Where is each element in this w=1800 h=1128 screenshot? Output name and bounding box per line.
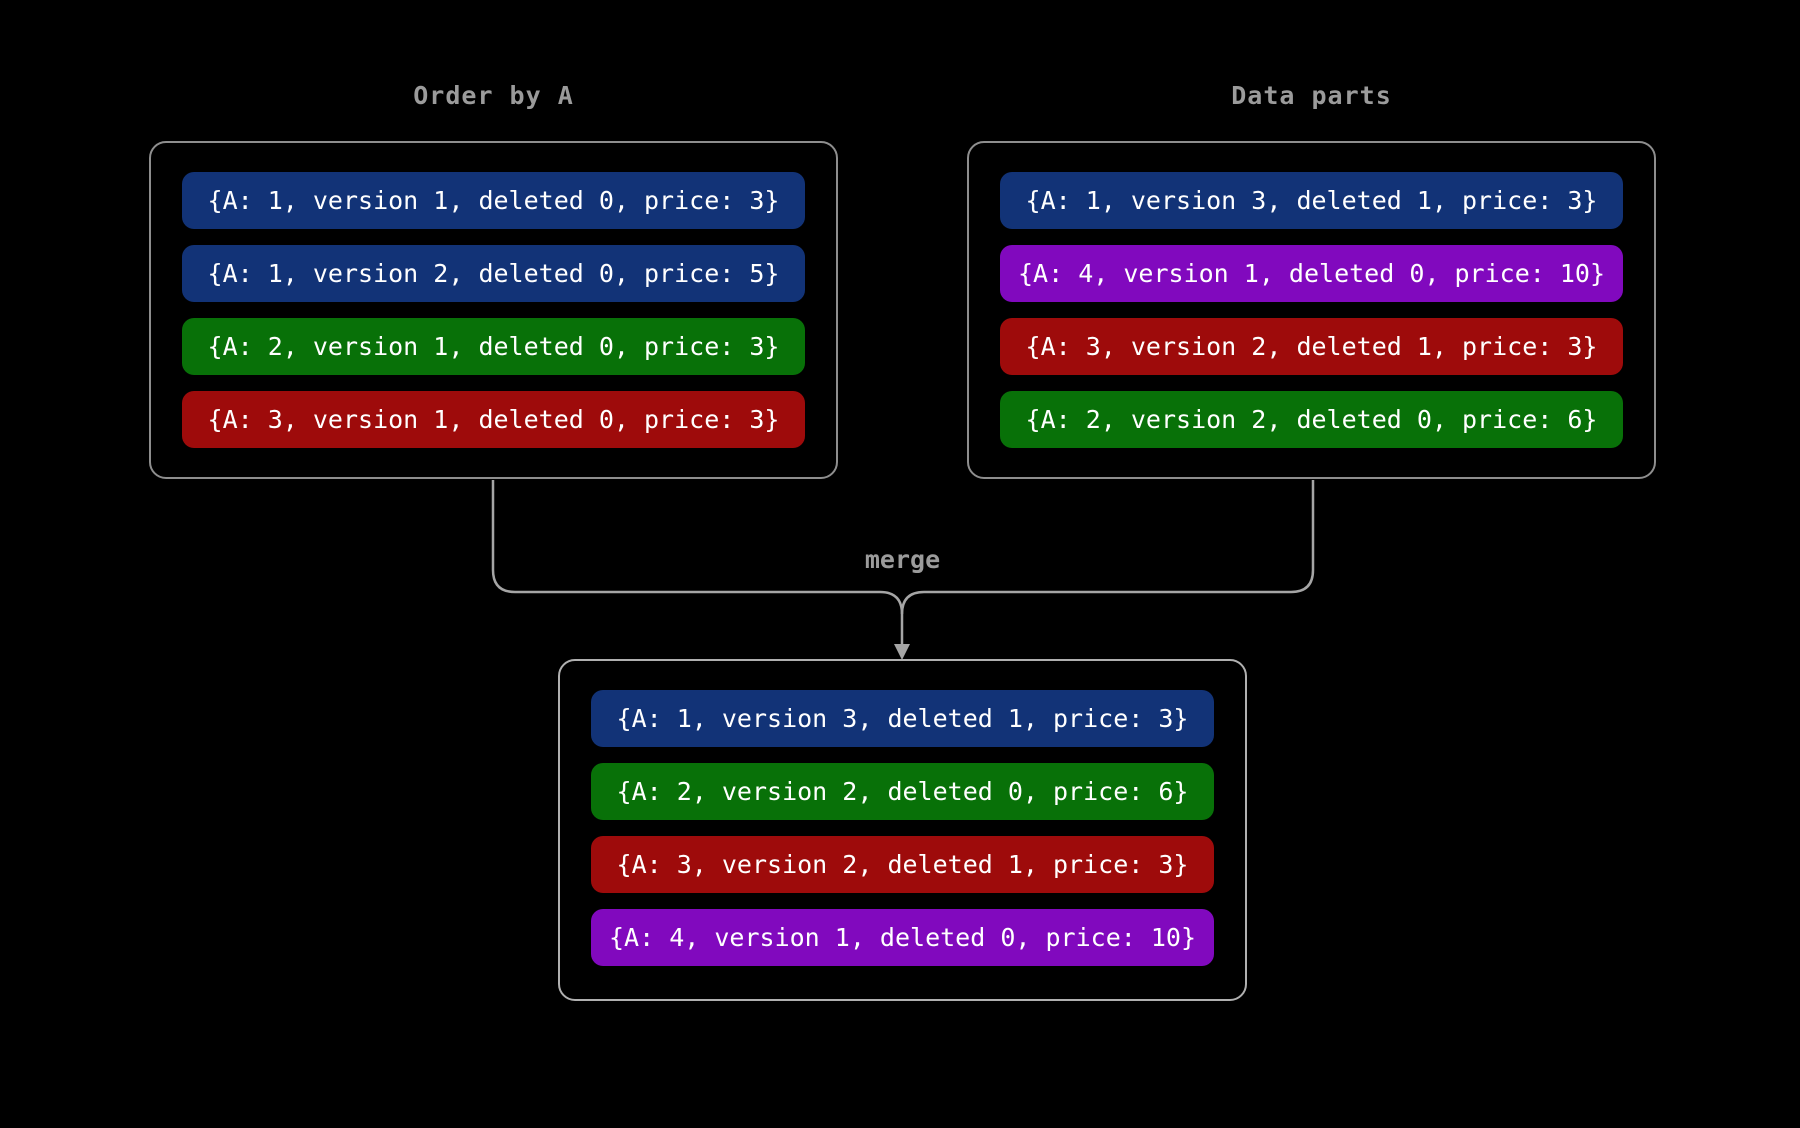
data-parts-box: {A: 1, version 3, deleted 1, price: 3} {A…: [967, 141, 1656, 479]
data-part-row: {A: 1, version 3, deleted 1, price: 3}: [591, 690, 1214, 747]
data-parts-rows: {A: 1, version 3, deleted 1, price: 3} {A…: [1000, 172, 1623, 464]
data-part-row: {A: 4, version 1, deleted 0, price: 10}: [1000, 245, 1623, 302]
merged-rows: {A: 1, version 3, deleted 1, price: 3} {A…: [591, 690, 1214, 982]
data-part-row: {A: 1, version 2, deleted 0, price: 5}: [182, 245, 805, 302]
right-panel-title: Data parts: [1231, 81, 1392, 110]
data-part-row: {A: 3, version 1, deleted 0, price: 3}: [182, 391, 805, 448]
data-part-row: {A: 2, version 2, deleted 0, price: 6}: [591, 763, 1214, 820]
data-part-row: {A: 2, version 2, deleted 0, price: 6}: [1000, 391, 1623, 448]
data-part-row: {A: 1, version 3, deleted 1, price: 3}: [1000, 172, 1623, 229]
data-part-row: {A: 2, version 1, deleted 0, price: 3}: [182, 318, 805, 375]
data-part-row: {A: 1, version 1, deleted 0, price: 3}: [182, 172, 805, 229]
arrowhead-icon: [894, 644, 910, 660]
data-part-row: {A: 3, version 2, deleted 1, price: 3}: [1000, 318, 1623, 375]
left-panel-title: Order by A: [413, 81, 574, 110]
data-part-row: {A: 4, version 1, deleted 0, price: 10}: [591, 909, 1214, 966]
order-by-a-box: {A: 1, version 1, deleted 0, price: 3} {A…: [149, 141, 838, 479]
merged-parts-box: {A: 1, version 3, deleted 1, price: 3} {A…: [558, 659, 1247, 1001]
merge-label: merge: [864, 545, 941, 574]
order-by-a-rows: {A: 1, version 1, deleted 0, price: 3} {A…: [182, 172, 805, 464]
data-part-row: {A: 3, version 2, deleted 1, price: 3}: [591, 836, 1214, 893]
